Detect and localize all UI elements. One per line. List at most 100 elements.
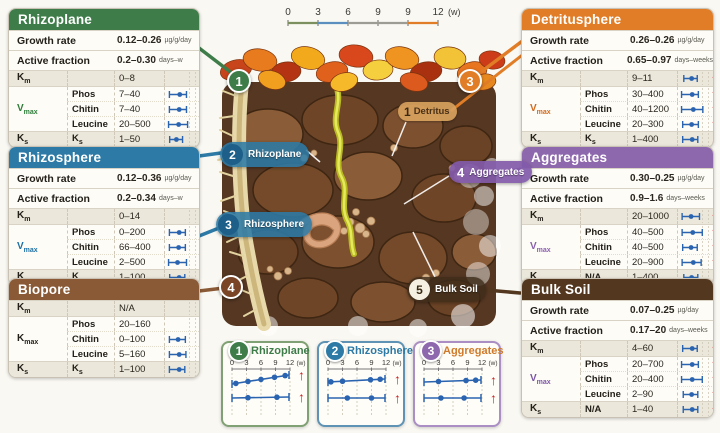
bulksoil-leucine-range-plot: ↑ <box>677 387 713 401</box>
mini-chart-number: 2 <box>324 340 346 362</box>
marker-1-rhizoplane: 1 <box>227 69 263 105</box>
row-label: Km <box>17 210 31 223</box>
svg-text:12: 12 <box>382 358 390 367</box>
row-label: Ks <box>530 403 542 416</box>
row-value: 0–100 <box>114 332 164 346</box>
up-trend-arrow-icon: ↑ <box>711 73 713 84</box>
row-label: Ks <box>17 133 29 146</box>
rhizosphere-phos-range-plot: ↓ <box>164 225 199 239</box>
row-unit: µg/g/day <box>677 37 705 44</box>
biopore-ks-range-plot: ↑ <box>164 362 199 377</box>
down-trend-arrow-icon: ↓ <box>198 227 199 238</box>
svg-text:(w): (w) <box>488 360 497 367</box>
svg-text:9: 9 <box>369 358 373 367</box>
svg-text:0: 0 <box>230 358 234 367</box>
row-sublabel <box>67 209 114 224</box>
up-trend-arrow-icon: ↑ <box>298 367 305 383</box>
mini-chart-number: 1 <box>228 340 250 362</box>
biopore-panel: BioporeKmN/AKmaxPhos20–160Chitin0–100↑Le… <box>8 278 200 378</box>
soil-aggregate-clods <box>232 94 497 323</box>
row-sublabel: Ks <box>67 362 114 377</box>
row-value: 1–40 <box>627 402 677 417</box>
svg-text:12: 12 <box>432 7 444 18</box>
row-value: 0.30–0.25 <box>630 173 675 184</box>
down-trend-arrow-icon: ↓ <box>198 257 199 268</box>
row-value: 0–14 <box>114 209 164 224</box>
svg-text:6: 6 <box>345 7 351 18</box>
marker-number: 4 <box>219 275 243 299</box>
aggregates-km-range-plot: ↑ <box>677 209 713 224</box>
row-value: 0.12–0.26 <box>117 35 162 46</box>
row-value: 9–11 <box>627 71 677 86</box>
detritusphere-km-row: Km9–11↑ <box>522 70 713 86</box>
rhizoplane-chitin-range-plot: ↓ <box>164 102 199 116</box>
row-value: 20–300 <box>627 117 677 131</box>
substrate-label: Leucine <box>580 255 627 269</box>
row-label: Growth rate <box>530 172 589 185</box>
row-value: 0.17–20 <box>630 325 667 336</box>
aggregates-chitin-range-plot: ↑ <box>677 240 713 254</box>
rhizosphere-km-row: Km 0–14 <box>9 208 199 224</box>
row-value: 0.12–0.36 <box>117 173 162 184</box>
group-label: Vmax <box>530 240 551 254</box>
rhizosphere-panel-title: Rhizosphere <box>9 147 199 168</box>
row-label: Km <box>530 342 544 355</box>
row-value: 1–100 <box>114 270 164 285</box>
row-value: 20–1000 <box>627 209 677 224</box>
row-value: 0.9–1.6 <box>630 193 664 204</box>
bulksoil-km-row: Km4–60↑ <box>522 340 713 356</box>
row-unit: days–weeks <box>666 195 705 202</box>
rhizoplane-leucine-range-plot: ↓↑ <box>164 117 199 131</box>
substrate-label: Chitin <box>67 332 114 346</box>
soil-illustration <box>208 26 508 338</box>
row-sublabel <box>580 341 627 356</box>
svg-text:6: 6 <box>259 358 263 367</box>
row-unit: days–weeks <box>674 57 713 64</box>
marker-number: 1 <box>227 69 251 93</box>
bulksoil-phos-range-plot: ↑ <box>677 357 713 371</box>
row-value: 30–400 <box>627 87 677 101</box>
svg-text:12: 12 <box>286 358 294 367</box>
substrate-label: Chitin <box>67 240 114 254</box>
up-trend-arrow-icon: ↑ <box>711 211 713 222</box>
row-sublabel: Ks <box>580 132 627 147</box>
row-value: 1–400 <box>627 132 677 147</box>
row-value: 2–500 <box>114 255 164 269</box>
row-label: Active fraction <box>530 54 603 67</box>
row-label: Growth rate <box>530 304 589 317</box>
bulksoil-chitin-range-plot: ↑ <box>677 372 713 386</box>
row-sublabel <box>67 301 114 316</box>
row-value: 66–400 <box>114 240 164 254</box>
down-trend-arrow-icon: ↓ <box>198 119 199 130</box>
svg-text:3: 3 <box>436 358 440 367</box>
up-trend-arrow-icon: ↑ <box>394 390 401 406</box>
substrate-label: Leucine <box>67 117 114 131</box>
bulksoil-km-range-plot: ↑ <box>677 341 713 356</box>
substrate-label: Leucine <box>580 117 627 131</box>
row-value: 20–400 <box>627 372 677 386</box>
row-sublabel: N/A <box>580 270 627 285</box>
substrate-label: Phos <box>67 225 114 239</box>
rhizosphere-leucine-range-plot: ↓↑ <box>164 255 199 269</box>
rhizoplane-panel-title: Rhizoplane <box>9 9 199 30</box>
row-value: 7–40 <box>114 102 164 116</box>
up-trend-arrow-icon: ↑ <box>711 389 713 400</box>
group-label: Kmax <box>17 332 39 346</box>
